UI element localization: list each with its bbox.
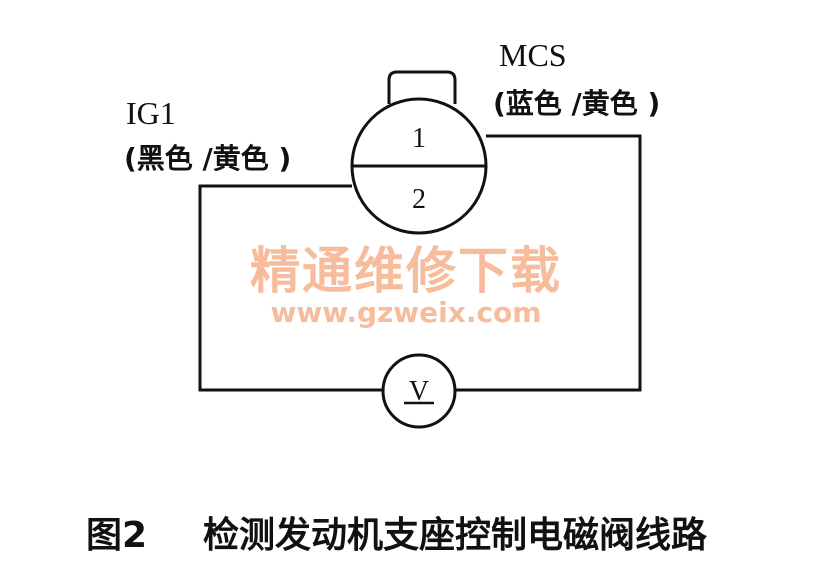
voltmeter-symbol: V: [409, 376, 429, 407]
mcs-wire: [455, 134, 642, 392]
watermark-title: 精通维修下载: [250, 242, 562, 300]
mcs-name-label: MCS: [499, 37, 567, 73]
figure-number: 图2: [86, 515, 147, 556]
connector-tab: [387, 70, 457, 104]
ig1-name-label: IG1: [126, 95, 176, 131]
terminal-2-label: 2: [412, 184, 426, 215]
voltmeter-circle: [381, 353, 457, 429]
ig1-wire: [198, 184, 383, 392]
figure-caption: 检测发动机支座控制电磁阀线路: [203, 515, 708, 556]
ig1-wire-color-label: (黑色 /黄色 ): [124, 142, 291, 175]
watermark-url: www.gzweix.com: [271, 296, 542, 329]
terminal-1-label: 1: [412, 123, 426, 154]
mcs-wire-color-label: (蓝色 /黄色 ): [493, 87, 660, 120]
